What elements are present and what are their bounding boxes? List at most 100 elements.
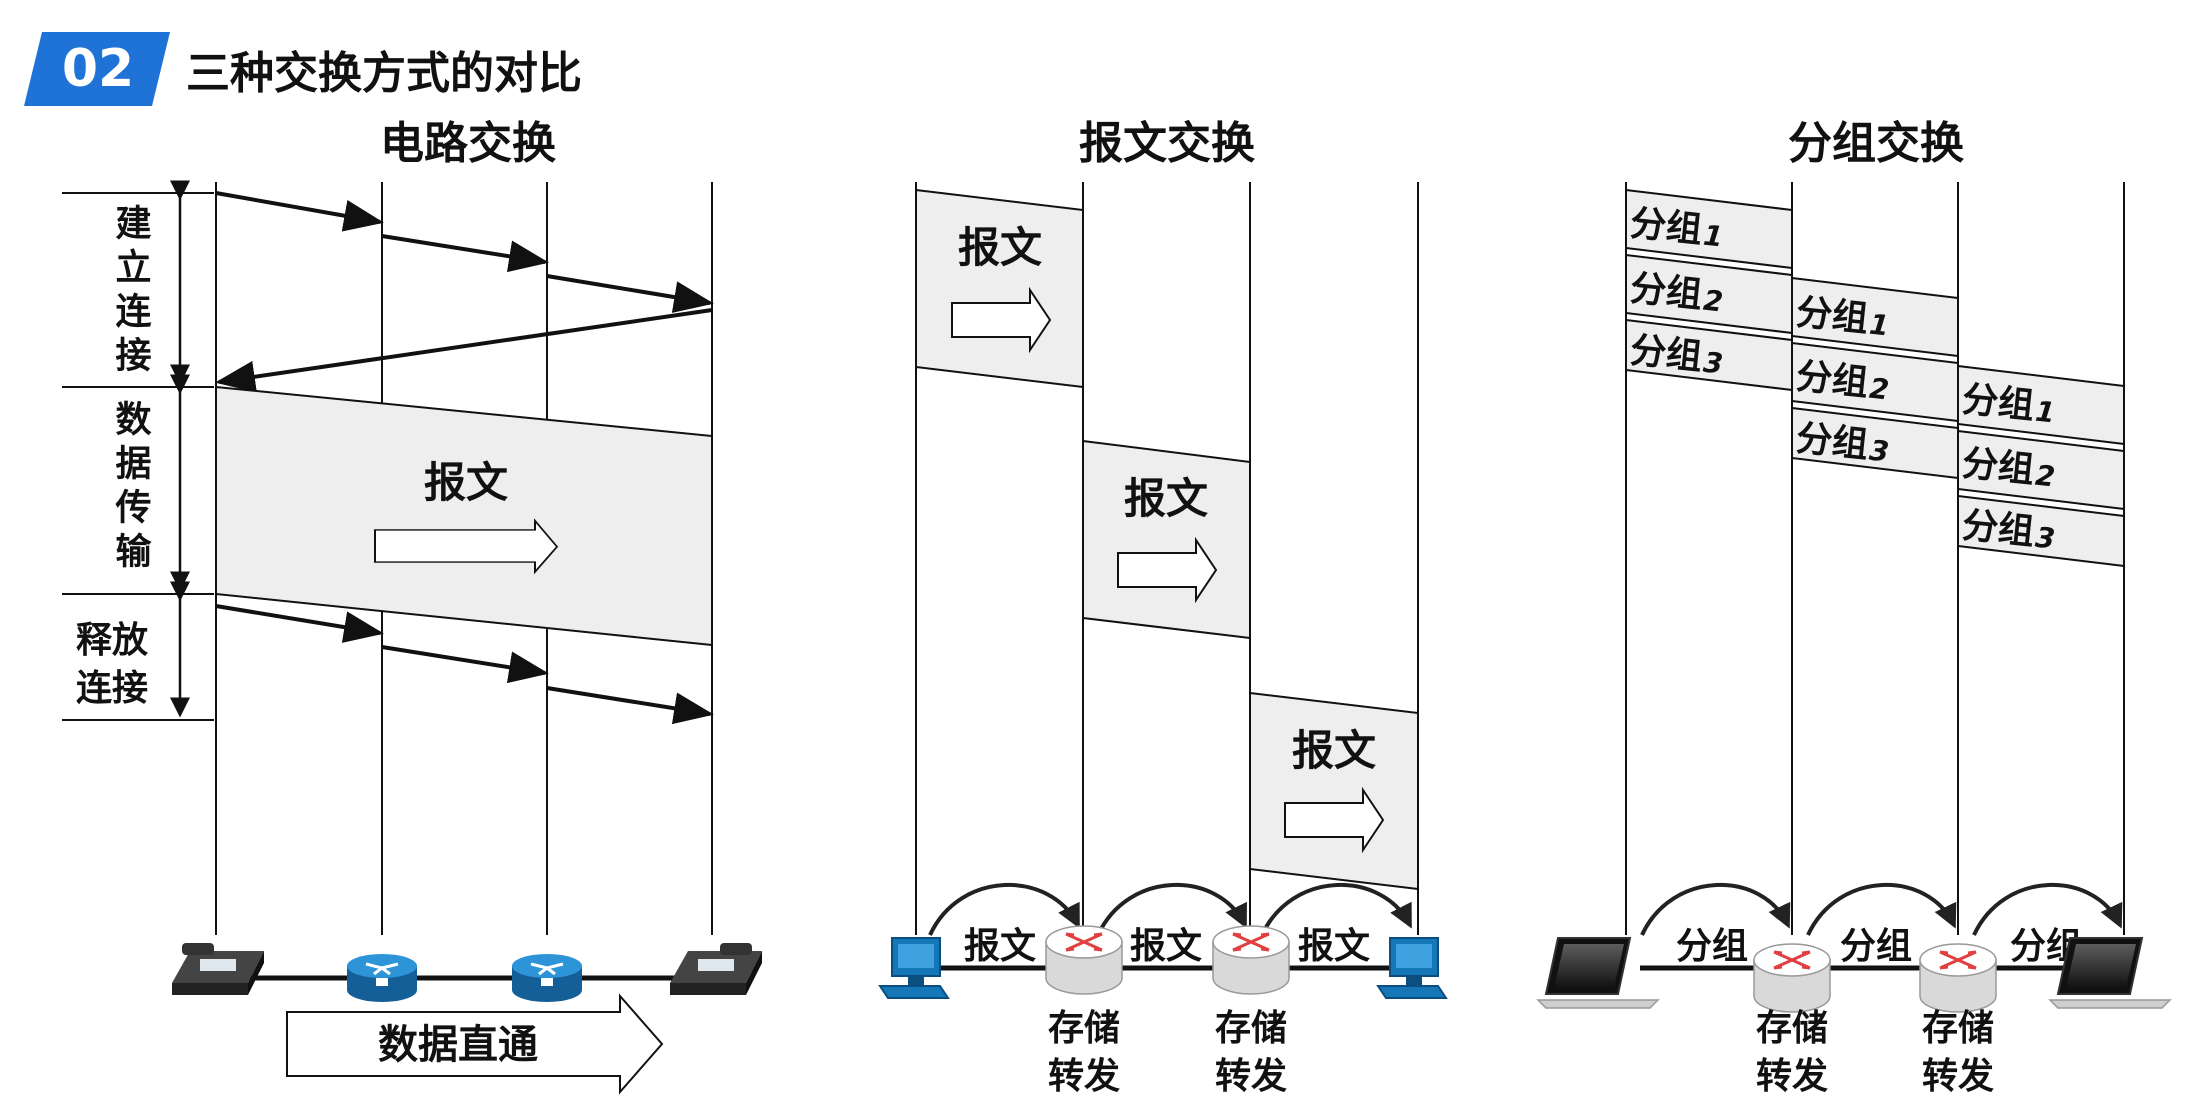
hollow-arrow-icon bbox=[1117, 536, 1218, 604]
phase-labels: 建立连接 数据传输 释放 连接 bbox=[76, 204, 153, 709]
laptop-icon bbox=[2048, 937, 2172, 1009]
packet-block bbox=[1957, 494, 2125, 568]
packet-label: 分组 3 bbox=[1628, 330, 1725, 381]
message-switching-panel: 报文交换 报文 报文 报文 报文 报文 报文 bbox=[878, 118, 1448, 1097]
setup-arrows bbox=[215, 191, 714, 393]
packet-label: 分组 2 bbox=[1960, 443, 2057, 494]
packet-number: 1 bbox=[1868, 308, 1891, 343]
packet-number: 3 bbox=[1702, 346, 1725, 381]
message-block-label: 报文 bbox=[1292, 726, 1376, 775]
hollow-arrow-icon bbox=[1284, 786, 1385, 854]
packet-number: 2 bbox=[2034, 459, 2057, 494]
packet-number: 1 bbox=[2034, 395, 2057, 430]
hop-arc bbox=[1096, 882, 1247, 936]
hop-arc bbox=[1972, 882, 2123, 936]
phase-release-line2: 连接 bbox=[76, 668, 148, 709]
release-arrow bbox=[546, 686, 714, 725]
message-hop-label: 报文 bbox=[1130, 926, 1202, 967]
hop-arc bbox=[1640, 882, 1791, 936]
packet-block bbox=[1791, 276, 1959, 358]
router-icon bbox=[347, 954, 417, 1002]
hollow-arrow-icon bbox=[951, 286, 1052, 354]
setup-arrow bbox=[546, 274, 714, 313]
packet-label: 分组 3 bbox=[1794, 418, 1891, 469]
hollow-arrow-icon bbox=[374, 518, 559, 575]
computer-icon bbox=[878, 937, 950, 999]
store-forward-line2: 转发 bbox=[1215, 1056, 1287, 1097]
store-forward-line2: 转发 bbox=[1756, 1056, 1828, 1097]
packet-number: 3 bbox=[1868, 434, 1891, 469]
packet-label-text: 分组 bbox=[1794, 292, 1870, 340]
packet-number: 2 bbox=[1702, 284, 1725, 319]
packet-label-text: 分组 bbox=[1628, 330, 1704, 378]
packet-label: 分组 1 bbox=[1628, 203, 1725, 254]
packet-hop-label: 分组 bbox=[1676, 926, 1748, 967]
store-forward-router-icon bbox=[1045, 925, 1123, 995]
packet-label: 分组 2 bbox=[1628, 268, 1725, 319]
section-badge bbox=[24, 32, 170, 106]
packet-label-text: 分组 bbox=[1794, 356, 1870, 404]
circuit-title: 电路交换 bbox=[380, 118, 556, 169]
packet-switching-panel: 分组交换 分组 1 分组 2 分组 3 分组 1 bbox=[1536, 118, 2172, 1097]
store-forward-router-icon bbox=[1753, 943, 1831, 1013]
store-forward-line1: 存储 bbox=[1756, 1008, 1828, 1049]
packet-label-text: 分组 bbox=[1960, 505, 2036, 553]
store-forward-line1: 存储 bbox=[1048, 1008, 1120, 1049]
packet-label: 分组 2 bbox=[1794, 356, 1891, 407]
hop-arc bbox=[1806, 882, 1957, 936]
packet-hop-arcs bbox=[1640, 882, 2123, 936]
packet-block bbox=[1957, 429, 2125, 511]
message-hop-label: 报文 bbox=[964, 926, 1036, 967]
circuit-switching-panel: 电路交换 建立连接 数据传输 释放 连接 bbox=[62, 118, 762, 1095]
packet-label-text: 分组 bbox=[1960, 443, 2036, 491]
packet-label-text: 分组 bbox=[1628, 268, 1704, 316]
packet-number: 2 bbox=[1868, 372, 1891, 407]
phase-transfer-label: 数据传输 bbox=[110, 400, 153, 576]
direct-path-arrow bbox=[286, 993, 664, 1095]
phase-release-line1: 释放 bbox=[76, 620, 148, 661]
ack-arrow bbox=[215, 308, 713, 393]
store-forward-line2: 转发 bbox=[1922, 1056, 1994, 1097]
packet-label-text: 分组 bbox=[1628, 203, 1704, 251]
store-forward-line1: 存储 bbox=[1215, 1008, 1287, 1049]
release-arrows bbox=[215, 604, 714, 725]
message-block-label: 报文 bbox=[1124, 474, 1208, 523]
store-forward-line2: 转发 bbox=[1048, 1056, 1120, 1097]
message-block bbox=[1249, 691, 1419, 891]
store-forward-router-icon bbox=[1212, 925, 1290, 995]
store-forward-router-icon bbox=[1919, 943, 1997, 1013]
laptop-icon bbox=[1536, 937, 1660, 1009]
hop-arc bbox=[928, 882, 1080, 936]
phone-icon bbox=[172, 943, 264, 995]
circuit-message-block bbox=[215, 385, 713, 647]
hop-arc bbox=[1260, 882, 1412, 936]
message-block bbox=[1082, 439, 1251, 640]
packet-label: 分组 1 bbox=[1794, 292, 1891, 343]
section-header: 02 三种交换方式的对比 bbox=[24, 32, 582, 106]
setup-arrow bbox=[381, 234, 549, 273]
message-block bbox=[915, 188, 1084, 389]
circuit-message-label: 报文 bbox=[424, 458, 508, 507]
store-forward-line1: 存储 bbox=[1922, 1008, 1994, 1049]
packet-block bbox=[1625, 188, 1793, 270]
packet-block bbox=[1957, 364, 2125, 446]
release-arrow bbox=[381, 645, 549, 684]
message-title: 报文交换 bbox=[1079, 118, 1255, 169]
setup-arrow bbox=[215, 191, 384, 232]
page-title: 三种交换方式的对比 bbox=[186, 48, 582, 99]
section-number: 02 bbox=[62, 39, 134, 99]
phase-establish-label: 建立连接 bbox=[110, 204, 152, 380]
packet-label: 分组 1 bbox=[1960, 379, 2057, 430]
router-icon bbox=[512, 954, 582, 1002]
packet-label: 分组 3 bbox=[1960, 505, 2057, 556]
packet-title: 分组交换 bbox=[1788, 118, 1964, 169]
packet-label-text: 分组 bbox=[1960, 379, 2036, 427]
packet-number: 1 bbox=[1702, 219, 1725, 254]
packet-number: 3 bbox=[2034, 521, 2057, 556]
computer-icon bbox=[1376, 937, 1448, 999]
message-hop-arcs bbox=[928, 882, 1412, 936]
packet-label-text: 分组 bbox=[1794, 418, 1870, 466]
direct-path-label: 数据直通 bbox=[378, 1022, 538, 1068]
